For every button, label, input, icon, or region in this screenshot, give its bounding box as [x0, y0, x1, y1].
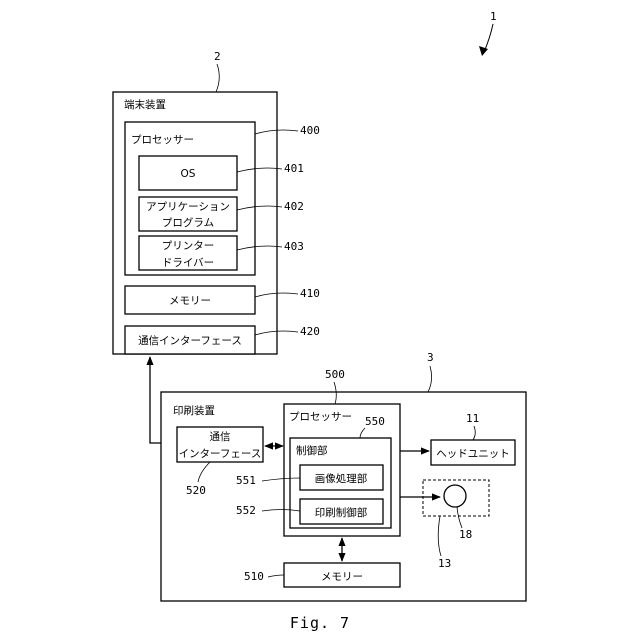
ref-system-arrowhead: [479, 46, 488, 56]
ref-control: 550: [365, 415, 385, 428]
ref-comm-terminal: 420: [300, 325, 320, 338]
app-label-line1: アプリケーション: [146, 201, 230, 213]
ref-printer-leader: [428, 366, 432, 392]
printer-title: 印刷装置: [173, 404, 215, 417]
driver-label-line1: プリンター: [162, 240, 215, 252]
print-control-label: 印刷制御部: [315, 506, 368, 519]
printer-memory-label: メモリー: [321, 571, 363, 583]
ref-app: 402: [284, 200, 304, 213]
terminal-memory-label: メモリー: [169, 295, 211, 307]
control-unit-label: 制御部: [296, 444, 328, 457]
ref-unit18: 18: [459, 528, 472, 541]
ref-processor-printer: 500: [325, 368, 345, 381]
ref-comm-printer: 520: [186, 484, 206, 497]
ref-system-leader: [484, 24, 493, 52]
app-label-line2: プログラム: [162, 216, 214, 229]
ref-unit13: 13: [438, 557, 451, 570]
printer-comm-label-line1: 通信: [210, 431, 231, 443]
unit-18-circle: [444, 485, 466, 507]
ref-memory-terminal: 410: [300, 287, 320, 300]
ref-driver: 403: [284, 240, 304, 253]
printer-comm-label-line2: インターフェース: [179, 448, 262, 460]
ref-memory-printer: 510: [244, 570, 264, 583]
printer-processor-label: プロセッサー: [289, 411, 352, 423]
ref-system: 1: [490, 10, 497, 23]
ref-printer: 3: [427, 351, 434, 364]
ref-os: 401: [284, 162, 304, 175]
ref-image-proc: 551: [236, 474, 256, 487]
ref-terminal-leader: [216, 64, 219, 92]
terminal-processor-label: プロセッサー: [131, 134, 194, 146]
figure-caption: Fig. 7: [290, 614, 350, 632]
terminal-title: 端末装置: [124, 98, 166, 111]
driver-label-line2: ドライバー: [162, 257, 214, 269]
ref-head: 11: [466, 412, 479, 425]
ref-processor-terminal: 400: [300, 124, 320, 137]
os-label: OS: [181, 168, 196, 180]
image-processing-label: 画像処理部: [315, 472, 368, 485]
terminal-comm-label: 通信インターフェース: [138, 335, 242, 347]
ref-terminal: 2: [214, 50, 221, 63]
head-unit-label: ヘッドユニット: [436, 448, 510, 460]
ref-print-ctrl: 552: [236, 504, 256, 517]
